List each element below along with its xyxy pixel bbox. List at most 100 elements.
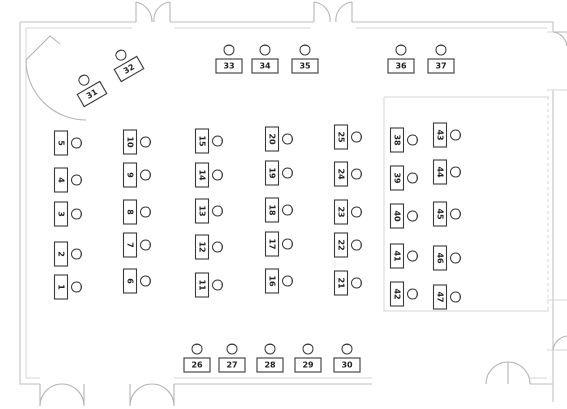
chair-icon [450, 291, 461, 303]
desk-label: 7 [126, 242, 135, 248]
chair-icon [282, 238, 293, 250]
desk-16[interactable]: 16 [264, 268, 293, 294]
desk-9[interactable]: 9 [122, 162, 151, 188]
desks-layer: 1234567891011121314151617181920212223242… [53, 44, 461, 373]
desk-box [427, 58, 455, 74]
desk-6[interactable]: 6 [122, 268, 151, 294]
desk-box [333, 232, 349, 258]
desk-30[interactable]: 30 [333, 343, 361, 373]
desk-26[interactable]: 26 [183, 343, 211, 373]
chair-icon [140, 275, 151, 287]
desk-15[interactable]: 15 [194, 128, 223, 154]
desk-41[interactable]: 41 [389, 243, 418, 269]
desk-13[interactable]: 13 [194, 198, 223, 224]
desk-label: 19 [268, 167, 277, 179]
desk-34[interactable]: 34 [251, 44, 279, 74]
desk-21[interactable]: 21 [333, 270, 362, 296]
desk-box [264, 268, 280, 294]
desk-1[interactable]: 1 [53, 274, 82, 300]
desk-42[interactable]: 42 [389, 281, 418, 307]
chair-icon [71, 174, 82, 186]
desk-23[interactable]: 23 [333, 199, 362, 225]
desk-box [333, 270, 349, 296]
desk-10[interactable]: 10 [122, 129, 151, 155]
desk-label: 35 [299, 62, 311, 71]
desk-22[interactable]: 22 [333, 232, 362, 258]
chair-icon [450, 208, 461, 220]
chair-icon [282, 167, 293, 179]
desk-11[interactable]: 11 [194, 272, 223, 298]
chair-icon [407, 250, 418, 262]
desk-3[interactable]: 3 [53, 201, 82, 227]
desk-12[interactable]: 12 [194, 234, 223, 260]
desk-43[interactable]: 43 [432, 122, 461, 148]
chair-icon [71, 281, 82, 293]
desk-label: 3 [57, 211, 66, 217]
chair-icon [226, 343, 238, 355]
desk-label: 29 [302, 361, 314, 370]
chair-icon [407, 172, 418, 184]
chair-icon [407, 210, 418, 222]
desk-7[interactable]: 7 [122, 232, 151, 258]
desk-label: 1 [57, 284, 66, 290]
desk-label: 46 [436, 252, 445, 264]
desk-20[interactable]: 20 [264, 126, 293, 152]
desk-25[interactable]: 25 [333, 124, 362, 150]
chair-icon [71, 208, 82, 220]
desk-17[interactable]: 17 [264, 231, 293, 257]
desk-box [215, 58, 243, 74]
desk-label: 42 [393, 288, 402, 299]
chair-icon [450, 129, 461, 141]
desk-19[interactable]: 19 [264, 160, 293, 186]
desk-label: 39 [393, 172, 402, 184]
desk-35[interactable]: 35 [291, 44, 319, 74]
desk-box [389, 165, 405, 191]
desk-4[interactable]: 4 [53, 167, 82, 193]
desk-28[interactable]: 28 [256, 343, 284, 373]
desk-label: 16 [268, 275, 277, 287]
desk-33[interactable]: 33 [215, 44, 243, 74]
desk-box [333, 199, 349, 225]
desk-label: 21 [337, 277, 346, 289]
chair-icon [140, 169, 151, 181]
desk-40[interactable]: 40 [389, 203, 418, 229]
desk-46[interactable]: 46 [432, 245, 461, 271]
chair-icon [78, 74, 90, 86]
desk-47[interactable]: 47 [432, 284, 461, 310]
desk-label: 18 [268, 204, 277, 216]
desk-24[interactable]: 24 [333, 161, 362, 187]
desk-box [264, 231, 280, 257]
chair-icon [435, 44, 447, 56]
desk-label: 26 [191, 361, 203, 370]
chair-icon [71, 137, 82, 149]
desk-36[interactable]: 36 [387, 44, 415, 74]
desk-31[interactable]: 31 [76, 73, 108, 108]
desk-37[interactable]: 37 [427, 44, 455, 74]
desk-5[interactable]: 5 [53, 130, 82, 156]
desk-box [194, 198, 210, 224]
desk-box [333, 357, 361, 373]
desk-27[interactable]: 27 [218, 343, 246, 373]
desk-45[interactable]: 45 [432, 201, 461, 227]
desk-label: 23 [337, 206, 346, 217]
desk-label: 27 [226, 361, 237, 370]
desk-label: 43 [436, 129, 445, 140]
desk-38[interactable]: 38 [389, 127, 418, 153]
desk-label: 38 [393, 134, 402, 146]
desk-8[interactable]: 8 [122, 199, 151, 225]
desk-box [264, 197, 280, 223]
desk-box [432, 122, 448, 148]
desk-label: 37 [435, 62, 446, 71]
desk-label: 4 [57, 177, 66, 183]
desk-32[interactable]: 32 [113, 48, 145, 83]
chair-icon [140, 239, 151, 251]
desk-box [389, 281, 405, 307]
desk-44[interactable]: 44 [432, 159, 461, 185]
desk-label: 10 [126, 136, 135, 148]
desk-39[interactable]: 39 [389, 165, 418, 191]
desk-18[interactable]: 18 [264, 197, 293, 223]
desk-29[interactable]: 29 [294, 343, 322, 373]
desk-label: 6 [126, 278, 135, 284]
desk-14[interactable]: 14 [194, 162, 223, 188]
desk-2[interactable]: 2 [53, 241, 82, 267]
